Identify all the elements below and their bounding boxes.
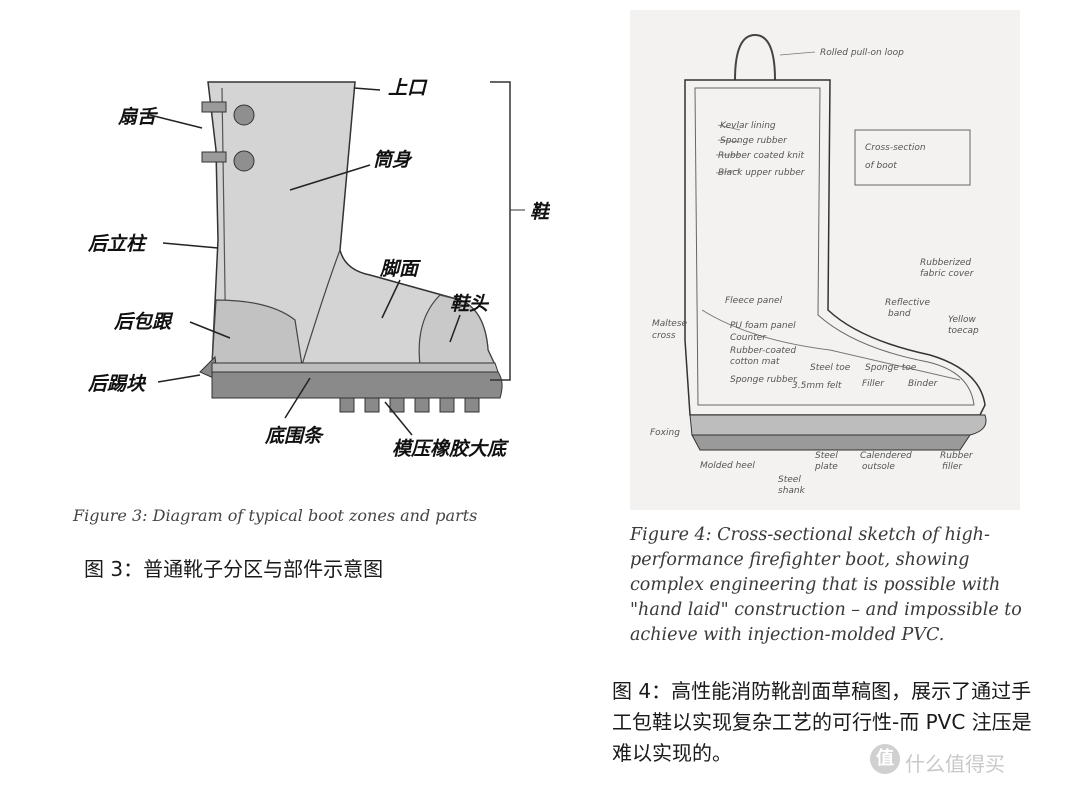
sketch-label-felt: 3.5mm felt bbox=[792, 381, 842, 391]
sketch-label-rubberized-2: fabric cover bbox=[920, 269, 975, 279]
sketch-label-counter: Counter bbox=[730, 333, 767, 343]
sketch-label-reflective-1: Reflective bbox=[885, 298, 930, 308]
sketch-label-rubber-coated: Rubber coated knit bbox=[718, 151, 805, 161]
label-houlizhu: 后立柱 bbox=[87, 233, 148, 255]
label-xiemian: 鞋面 bbox=[530, 201, 550, 223]
sketch-label-rubberized-1: Rubberized bbox=[920, 258, 971, 268]
sketch-label-maltese-1: Maltese bbox=[652, 319, 688, 329]
sketch-label-black-upper: Black upper rubber bbox=[718, 168, 806, 178]
foxing-strip bbox=[211, 362, 499, 373]
sketch-label-yellow-1: Yellow bbox=[948, 315, 977, 325]
label-diweitiao: 底围条 bbox=[264, 425, 325, 447]
sketch-label-maltese-2: cross bbox=[652, 331, 676, 341]
sketch-label-sponge-toe: Sponge toe bbox=[865, 363, 917, 373]
label-houbaogen: 后包跟 bbox=[113, 311, 174, 333]
sketch-label-molded-heel: Molded heel bbox=[700, 461, 755, 471]
sketch-label-fleece: Fleece panel bbox=[725, 296, 783, 306]
sketch-label-foxing: Foxing bbox=[650, 428, 680, 438]
heel-counter bbox=[211, 299, 303, 366]
label-moyadi: 模压橡胶大底 bbox=[392, 438, 510, 460]
sketch-label-filler: Filler bbox=[862, 379, 885, 389]
sketch-label-cotton-mat-2: cotton mat bbox=[730, 357, 780, 367]
sketch-label-cotton-mat-1: Rubber-coated bbox=[730, 346, 796, 356]
figure-4-cross-section-sketch: Rolled pull-on loop Kevlar lining Sponge… bbox=[630, 10, 1020, 510]
label-xietou: 鞋头 bbox=[450, 293, 490, 315]
sketch-boot-outline bbox=[684, 79, 986, 416]
label-tongshen: 筒身 bbox=[373, 149, 413, 171]
sketch-label-rubber-filler-1: Rubber bbox=[940, 451, 974, 461]
sketch-label-steel-shank-2: shank bbox=[778, 486, 806, 496]
watermark-logo-icon: 值 bbox=[870, 744, 900, 774]
watermark-text: 什么值得买 bbox=[905, 752, 1005, 776]
sketch-label-binder: Binder bbox=[908, 379, 939, 389]
sketch-label-cross-section-2: of boot bbox=[865, 161, 897, 171]
sketch-label-reflective-2: band bbox=[888, 309, 911, 319]
figure-3-caption-zh: 图 3：普通靴子分区与部件示意图 bbox=[84, 557, 384, 581]
figure-3-boot-diagram: 扇舌 上口 筒身 鞋面 后立柱 脚面 鞋头 后包跟 后踢块 底围条 模压橡胶大底 bbox=[87, 77, 550, 460]
label-shanshe: 扇舌 bbox=[117, 106, 159, 128]
outsole bbox=[211, 371, 503, 399]
figure-4-caption-zh: 图 4：高性能消防靴剖面草稿图，展示了通过手工包鞋以实现复杂工艺的可行性-而 P… bbox=[612, 679, 1032, 765]
figure-4-caption-en: Figure 4: Cross-sectional sketch of high… bbox=[630, 525, 1022, 645]
figure-3-caption-en: Figure 3: Diagram of typical boot zones … bbox=[73, 506, 478, 525]
label-houtikuai: 后踢块 bbox=[87, 373, 147, 395]
sketch-label-pu-foam: PU foam panel bbox=[730, 321, 796, 331]
sketch-label-steel-plate-2: plate bbox=[814, 462, 838, 472]
sketch-label-kevlar: Kevlar lining bbox=[720, 121, 776, 131]
sketch-label-yellow-2: toecap bbox=[948, 326, 979, 336]
sketch-label-sponge-rubber-2: Sponge rubber bbox=[730, 375, 798, 385]
label-jiaomian: 脚面 bbox=[379, 258, 422, 280]
sketch-label-calendered-1: Calendered bbox=[860, 451, 912, 461]
label-shangkou: 上口 bbox=[388, 77, 428, 99]
sketch-label-cross-section-1: Cross-section bbox=[865, 143, 926, 153]
sketch-label-calendered-2: outsole bbox=[862, 462, 895, 472]
sketch-label-pull-loop: Rolled pull-on loop bbox=[820, 48, 904, 58]
sketch-label-steel-shank-1: Steel bbox=[778, 475, 801, 485]
sketch-label-sponge: Sponge rubber bbox=[720, 136, 788, 146]
sketch-sole bbox=[689, 414, 987, 436]
sketch-label-steel-plate-1: Steel bbox=[815, 451, 838, 461]
sketch-label-steel-toe: Steel toe bbox=[810, 363, 851, 373]
sketch-label-rubber-filler-2: filler bbox=[942, 462, 963, 472]
